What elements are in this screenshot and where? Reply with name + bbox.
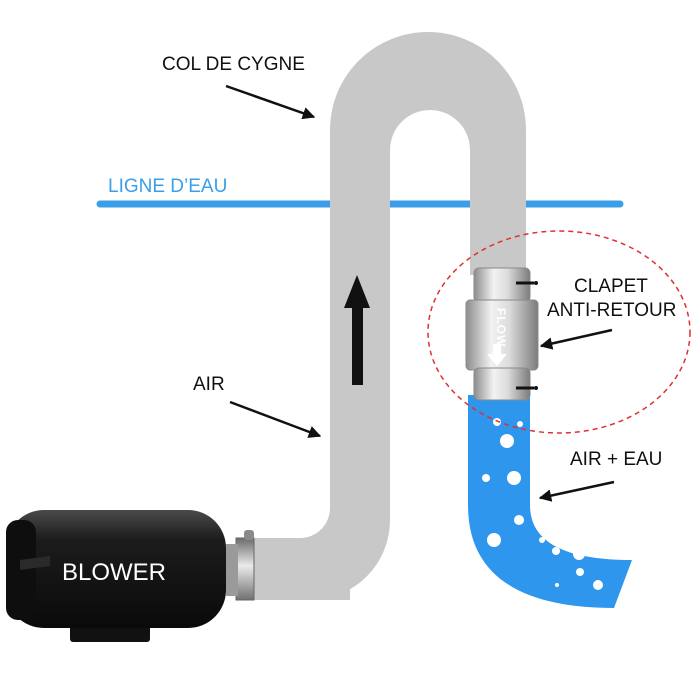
flow-label: FLOW bbox=[494, 308, 508, 347]
valve-label-line2: ANTI-RETOUR bbox=[547, 300, 676, 321]
gooseneck-pointer-arrow bbox=[225, 84, 316, 120]
blower: BLOWER bbox=[6, 510, 226, 642]
waterline-label: LIGNE D’EAU bbox=[108, 176, 227, 197]
gooseneck-label: COL DE CYGNE bbox=[162, 54, 305, 75]
blower-label: BLOWER bbox=[62, 559, 166, 586]
air-up-arrow-icon bbox=[344, 275, 370, 385]
air-water-pointer-arrow bbox=[538, 480, 615, 502]
pipe bbox=[250, 32, 526, 600]
valve-label-line1: CLAPET bbox=[574, 276, 648, 297]
pipe-gooseneck bbox=[330, 32, 526, 510]
air-pointer-arrow bbox=[229, 400, 322, 438]
flow-arrow-icon bbox=[487, 344, 507, 366]
valve-highlight-circle bbox=[427, 230, 691, 434]
air-bubbles bbox=[482, 418, 615, 590]
water-outlet bbox=[468, 395, 632, 608]
air-label: AIR bbox=[193, 374, 225, 395]
check-valve: FLOW bbox=[465, 267, 539, 401]
pipe-bottom-elbow bbox=[290, 498, 390, 600]
valve-pointer-arrow bbox=[539, 328, 613, 350]
air-water-label: AIR + EAU bbox=[570, 449, 662, 470]
blower-coupler bbox=[235, 537, 255, 601]
